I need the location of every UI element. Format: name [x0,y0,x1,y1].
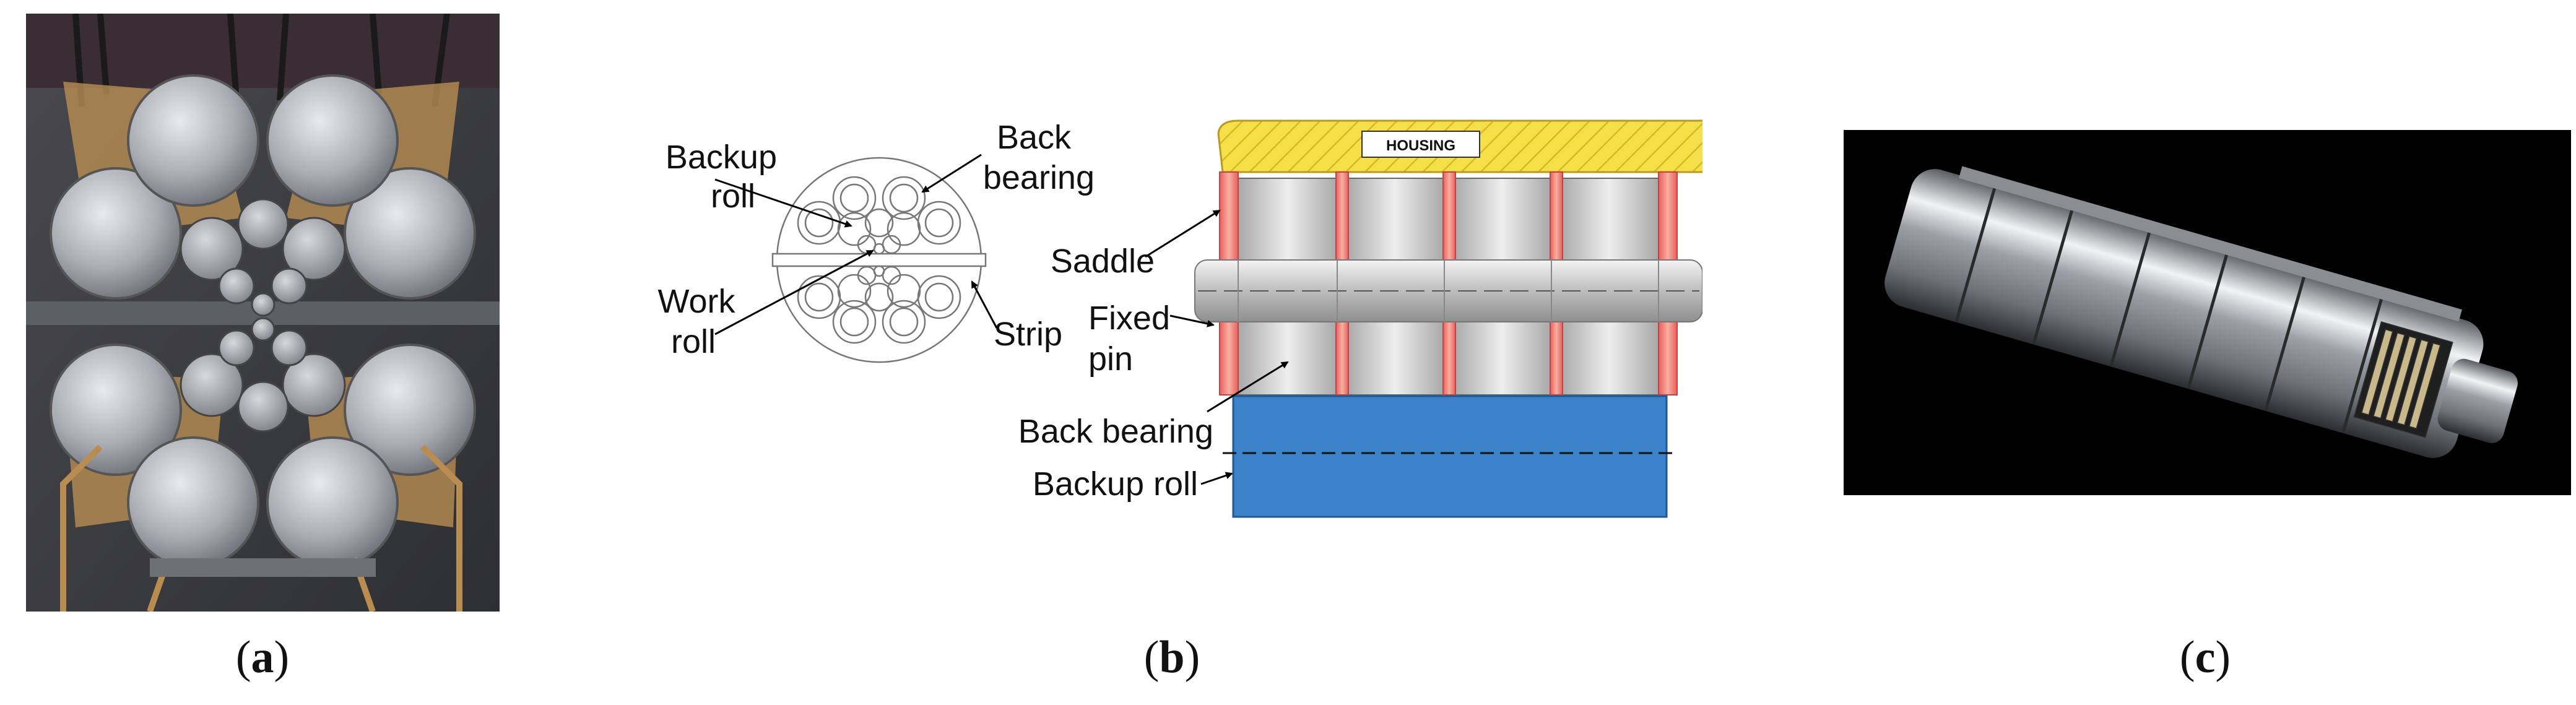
label-work-roll-line1: Work [657,283,735,320]
label-fixed-pin-line2: pin [1088,340,1133,378]
arrow-strip [971,280,998,329]
arrow-back-bearing [921,154,982,193]
caption-c: (c) [2179,632,2231,683]
back-bearing-shaft-render [1844,130,2571,495]
mill-stand-photo [26,14,500,612]
arrow-back-bearing-side [1207,361,1289,413]
label-fixed-pin-line1: Fixed [1088,300,1170,337]
arrow-fixed-pin [1169,314,1215,327]
roll-cluster-cross-section [771,157,987,363]
arrow-backup-roll [714,178,852,228]
arrow-work-roll [714,249,874,335]
cluster-mill-schematic: Backup roll Back bearing Work roll Strip… [657,119,1702,518]
label-back-bearing-side: Back bearing [1018,413,1213,450]
label-work-roll-line2: roll [671,323,716,360]
label-back-bearing-line2: bearing [983,159,1095,196]
backup-roll-block [1232,395,1668,518]
arrow-backup-roll-side [1200,472,1233,485]
label-saddle: Saddle [1051,243,1155,280]
label-backup-roll-side: Backup roll [1033,465,1198,503]
label-backup-roll-line1: Backup [666,139,777,176]
label-housing: HOUSING [1386,137,1455,154]
label-back-bearing-line1: Back [997,119,1072,156]
caption-a: (a) [235,632,290,683]
caption-b: (b) [1143,632,1200,683]
label-backup-roll-line2: roll [711,178,755,215]
label-strip: Strip [994,316,1062,353]
arrow-saddle [1145,209,1221,258]
